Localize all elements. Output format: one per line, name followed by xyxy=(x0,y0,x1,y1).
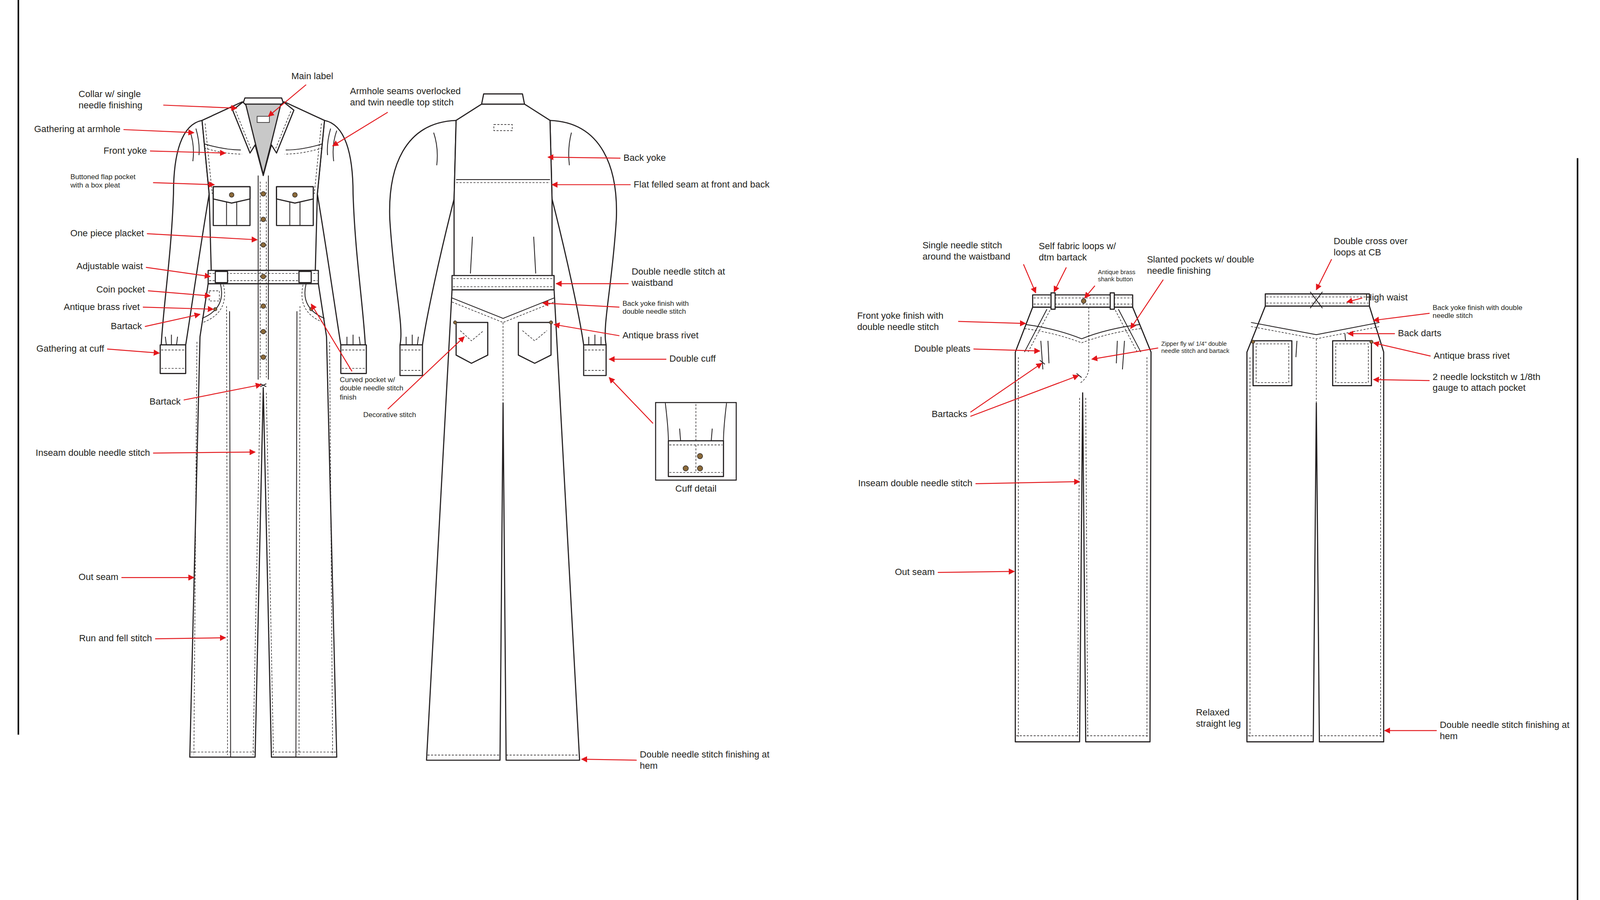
leader-arrows xyxy=(107,84,1437,760)
callout-label: Double cuff xyxy=(669,353,716,365)
callout-label: Back yoke finish with double needle stit… xyxy=(1432,303,1545,321)
callout-label: Inseam double needle stitch xyxy=(857,478,973,490)
callout-label: 2 needle lockstitch w 1/8th gauge to att… xyxy=(1432,371,1553,394)
callout-label: Antique brass shank button xyxy=(1097,269,1143,284)
callout-label: Antique brass rivet xyxy=(622,330,699,341)
callout-label: Relaxed straight leg xyxy=(1195,707,1249,730)
callout-label: Front yoke finish with double needle sti… xyxy=(857,310,955,333)
callout-label: Double needle stitch finishing at hem xyxy=(640,749,777,772)
detail-inset: Cuff detail xyxy=(655,402,737,481)
callout-label: Slanted pockets w/ double needle finishi… xyxy=(1147,254,1270,277)
callout-label: Main label xyxy=(291,70,333,82)
callout-label: Back darts xyxy=(1397,328,1442,340)
callout-label: One piece placket xyxy=(70,228,144,240)
cuff-detail-drawing xyxy=(665,402,727,477)
callout-label: Gathering at armhole xyxy=(34,124,121,135)
callout-label: Decorative stitch xyxy=(363,410,417,420)
callout-label: Out seam xyxy=(895,567,935,578)
callout-label: Back yoke xyxy=(623,152,666,164)
callout-label: Back yoke finish with double needle stit… xyxy=(622,299,711,317)
callout-label: Gathering at cuff xyxy=(36,343,105,355)
callout-label: Run and fell stitch xyxy=(79,633,153,645)
callout-label: Zipper fly w/ 1/4" double needle stitch … xyxy=(1161,340,1237,356)
jumpsuit-front xyxy=(160,97,367,758)
callout-label: Double needle stitch finishing at hem xyxy=(1440,719,1577,742)
callout-label: Bartacks xyxy=(931,408,968,420)
callout-label: Self fabric loops w/ dtm bartack xyxy=(1038,240,1117,263)
detail-caption: Cuff detail xyxy=(675,483,717,495)
callout-label: Out seam xyxy=(78,572,119,583)
jeans-back xyxy=(1247,291,1384,742)
frame-line xyxy=(18,0,1578,900)
callout-label: Armhole seams overlocked and twin needle… xyxy=(350,85,475,108)
callout-label: Curved pocket w/ double needle stitch fi… xyxy=(340,375,406,402)
callout-label: Double pleats xyxy=(914,343,971,355)
callout-label: Collar w/ single needle finishing xyxy=(78,89,161,112)
callout-label: Coin pocket xyxy=(96,284,145,295)
callout-label: Adjustable waist xyxy=(76,260,143,272)
callout-label: Double cross over loops at CB xyxy=(1333,235,1420,258)
callout-label: Inseam double needle stitch xyxy=(35,447,150,459)
callout-label: Bartack xyxy=(110,320,143,332)
callout-label: Antique brass rivet xyxy=(63,301,140,313)
callout-label: High waist xyxy=(1365,292,1408,304)
callout-label: Antique brass rivet xyxy=(1433,350,1510,362)
callout-label: Front yoke xyxy=(103,145,147,157)
callout-label: Flat felled seam at front and back xyxy=(633,179,770,190)
callout-label: Buttoned flap pocket with a box pleat xyxy=(70,172,150,190)
jumpsuit-back xyxy=(389,93,617,760)
callout-label: Single needle stitch around the waistban… xyxy=(922,240,1021,263)
jeans-front xyxy=(1015,292,1152,743)
callout-label: Double needle stitch at waistband xyxy=(631,266,730,289)
callout-label: Bartack xyxy=(149,396,181,408)
